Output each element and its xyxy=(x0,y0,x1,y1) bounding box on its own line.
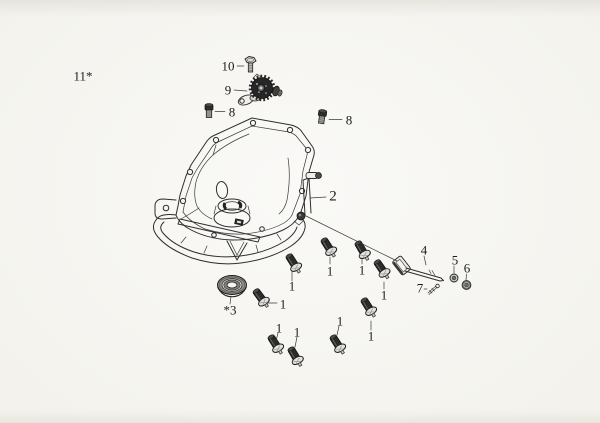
callout-3: *3 xyxy=(223,302,237,318)
callout-2: 2 xyxy=(329,188,337,205)
callout-9: 9 xyxy=(224,82,232,98)
callout-11: 11* xyxy=(73,68,93,84)
callout-6: 6 xyxy=(463,260,471,276)
callout-8-right: 8 xyxy=(345,112,353,128)
callout-1-i: 1 xyxy=(336,313,344,329)
callout-1-f: 1 xyxy=(367,328,375,344)
callout-8-left: 8 xyxy=(228,104,236,120)
callout-4: 4 xyxy=(420,242,428,258)
leader-lines xyxy=(214,65,467,348)
callout-1-c: 1 xyxy=(358,262,366,278)
callout-1-b: 1 xyxy=(326,263,334,279)
washer-5 xyxy=(449,273,459,283)
callout-10: 10 xyxy=(221,58,235,74)
callout-1-e: 1 xyxy=(279,296,287,312)
callout-1-d: 1 xyxy=(380,287,388,303)
hex-bolt-10 xyxy=(244,56,257,73)
callout-5: 5 xyxy=(451,252,459,268)
governor-gear-assembly xyxy=(237,73,283,106)
callout-1-h: 1 xyxy=(293,324,301,340)
nut-6 xyxy=(461,280,472,290)
plug-bolt-8-right xyxy=(316,108,328,125)
plug-bolt-8-left xyxy=(204,103,214,118)
governor-rod-4 xyxy=(392,255,444,282)
oil-seal xyxy=(217,275,247,298)
callout-1-g: 1 xyxy=(275,320,283,336)
cotter-pin-7 xyxy=(427,283,440,295)
crankcase-cover xyxy=(152,117,322,265)
callout-1-a: 1 xyxy=(288,278,296,294)
callout-7: 7 xyxy=(416,280,424,296)
